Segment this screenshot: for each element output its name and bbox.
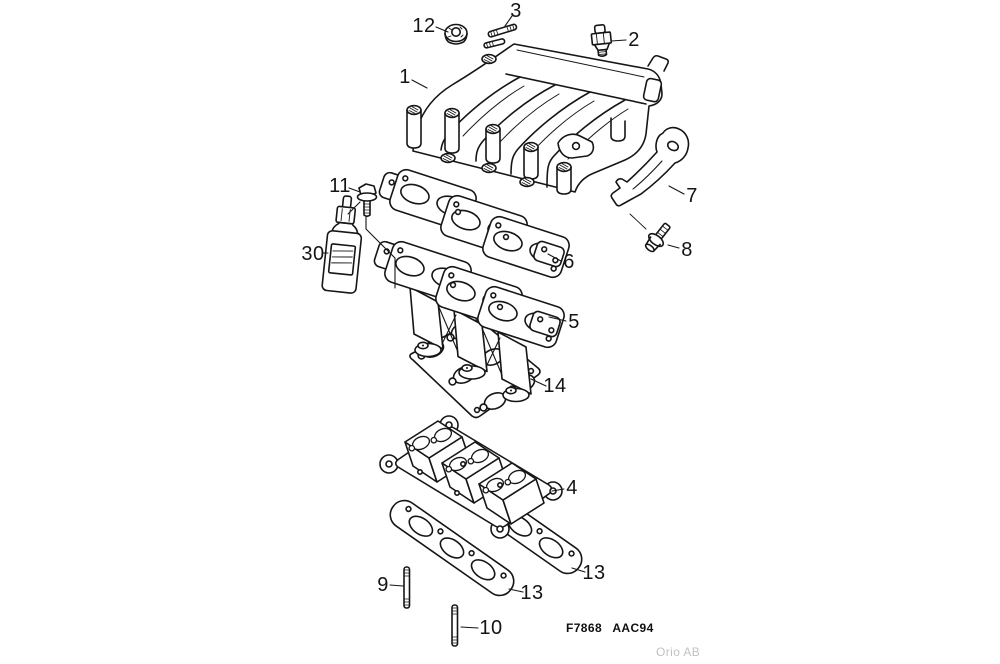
callout-3[interactable]: 3 xyxy=(510,0,522,22)
callout-14[interactable]: 14 xyxy=(543,375,567,397)
callout-9[interactable]: 9 xyxy=(377,574,389,596)
callout-13-left[interactable]: 13 xyxy=(520,582,544,604)
part-upper-intake-manifold xyxy=(406,43,670,195)
callout-12[interactable]: 12 xyxy=(412,15,436,37)
callout-2[interactable]: 2 xyxy=(628,29,640,51)
callout-11[interactable]: 11 xyxy=(329,175,351,197)
part-stud-10 xyxy=(451,604,459,647)
part-flange-nut xyxy=(444,23,468,45)
callout-10[interactable]: 10 xyxy=(479,617,503,639)
callout-7[interactable]: 7 xyxy=(686,185,698,207)
callout-8[interactable]: 8 xyxy=(681,239,693,261)
part-plug xyxy=(590,23,613,57)
callout-5[interactable]: 5 xyxy=(568,311,580,333)
stud-pair-front xyxy=(487,23,518,38)
callout-13-right[interactable]: 13 xyxy=(582,562,606,584)
part-stud-9 xyxy=(403,566,411,609)
part-bracket-bolt xyxy=(644,222,671,253)
callout-30[interactable]: 30 xyxy=(301,243,325,265)
callout-4[interactable]: 4 xyxy=(566,477,578,499)
watermark-orio-ab: Orio AB xyxy=(656,645,701,659)
callout-6[interactable]: 6 xyxy=(563,251,575,273)
part-flange-bolt xyxy=(356,183,378,218)
part-intermediate-manifold-section xyxy=(373,238,568,403)
stud-pair-rear xyxy=(483,38,506,49)
leader-lines xyxy=(321,15,685,629)
part-support-bracket xyxy=(610,126,690,207)
drawing-code: F7868 AAC94 xyxy=(566,621,654,635)
part-locking-fluid-bottle xyxy=(321,195,363,294)
callout-1[interactable]: 1 xyxy=(399,66,411,88)
